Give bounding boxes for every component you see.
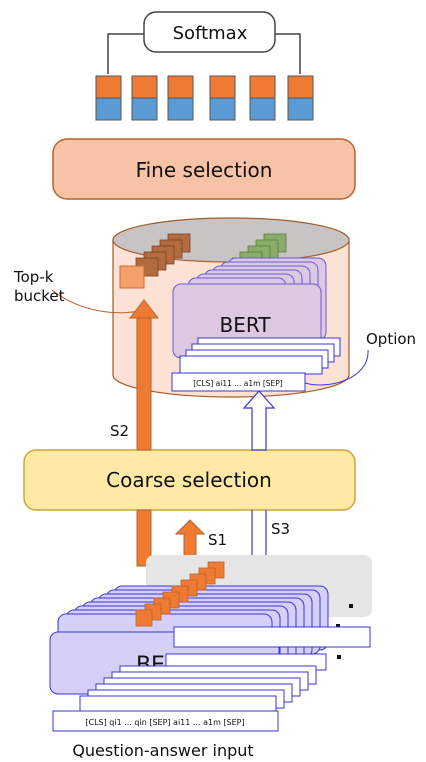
bucket-tokens-brown <box>135 233 191 277</box>
softmax-box <box>143 11 276 53</box>
option-label: Option <box>366 330 416 348</box>
top-k-label-line1: Top-k <box>13 268 54 286</box>
output-score-1 <box>95 75 122 121</box>
input-sequence-top-label: [CLS] ai11 ... a1m [SEP] <box>193 379 283 388</box>
input-sequence-top <box>171 372 306 392</box>
fine-selection-box <box>52 138 356 200</box>
output-score-4 <box>209 75 236 121</box>
softmax-label: Softmax <box>173 23 248 44</box>
input-sequence-bottom-label: [CLS] qi1 ... qin [SEP] ai11 ... a1m [SE… <box>85 718 244 727</box>
coarse-selection-label: Coarse selection <box>106 468 272 492</box>
input-stack-top <box>179 337 341 375</box>
output-score-5 <box>249 75 276 121</box>
s1-label: S1 <box>208 531 227 549</box>
output-scores <box>95 75 314 121</box>
output-score-6 <box>287 75 314 121</box>
s2-label: S2 <box>110 422 129 440</box>
caption-label: Question-answer input <box>72 741 253 760</box>
fine-selection-label: Fine selection <box>136 158 273 182</box>
coarse-selection-box <box>23 449 356 511</box>
s2-arrow <box>128 299 160 567</box>
top-k-label-line2: bucket <box>14 287 65 305</box>
input-stack-bottom <box>79 626 371 715</box>
s1-arrow <box>174 519 206 561</box>
selected-token <box>119 265 145 289</box>
output-score-3 <box>167 75 194 121</box>
bert-top-label: BERT <box>219 313 271 337</box>
bottom-tokens <box>135 561 225 627</box>
input-sequence-bottom <box>52 710 279 732</box>
softmax-connector-lines <box>107 33 301 74</box>
s3-label: S3 <box>271 520 290 538</box>
option-pointer <box>304 349 369 386</box>
output-score-2 <box>131 75 158 121</box>
